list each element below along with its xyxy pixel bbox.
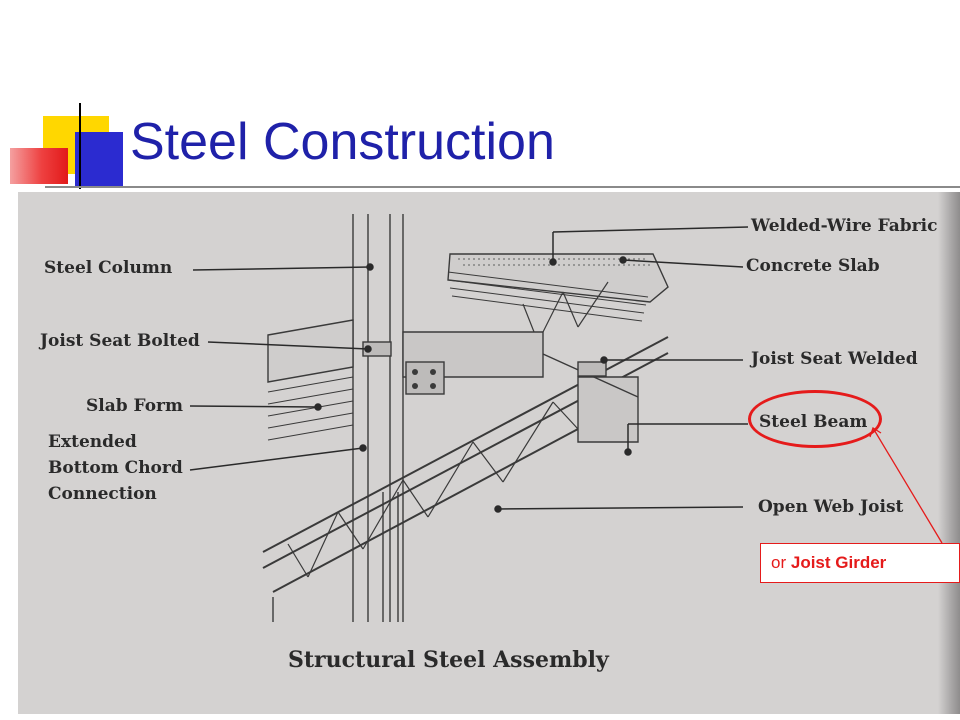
label-steel-column: Steel Column — [44, 258, 173, 278]
title-decoration-vertical-line — [79, 103, 81, 189]
callout-emphasis: Joist Girder — [790, 553, 887, 572]
slab-form-corrugations — [267, 376, 354, 441]
label-extended-line-3: Connection — [48, 484, 157, 504]
joist-web-members — [287, 401, 579, 578]
slide-title: Steel Construction — [130, 113, 555, 171]
label-extended-line-1: Extended — [48, 432, 137, 452]
label-welded-wire-fabric: Welded-Wire Fabric — [751, 216, 938, 236]
label-extended-line-2: Bottom Chord — [48, 458, 183, 478]
concrete-slab — [447, 253, 669, 303]
label-concrete-slab: Concrete Slab — [746, 256, 880, 276]
label-extended-bottom-chord-connection: Extended Bottom Chord Connection — [48, 429, 208, 507]
steel-beam-highlight — [748, 390, 882, 448]
joist-bottom-chord — [272, 428, 579, 593]
steel-assembly-drawing — [189, 214, 749, 622]
structural-steel-illustration: Steel Column Joist Seat Bolted Slab Form… — [18, 192, 960, 714]
label-slab-form: Slab Form — [86, 396, 183, 416]
left-slab — [267, 319, 354, 383]
label-joist-seat-welded: Joist Seat Welded — [751, 349, 918, 369]
joist-girder-callout: or Joist Girder — [760, 543, 960, 583]
label-open-web-joist: Open Web Joist — [758, 497, 904, 517]
title-underline — [45, 186, 960, 188]
callout-prefix: or — [771, 553, 787, 572]
joist-seat-welded — [577, 361, 607, 377]
label-joist-seat-bolted: Joist Seat Bolted — [40, 331, 200, 351]
deck-corrugations — [447, 271, 649, 322]
bolted-connection-plate — [405, 361, 445, 395]
title-decoration-blue — [75, 132, 123, 188]
connection-bolts — [412, 369, 436, 389]
scan-edge-shadow — [938, 192, 960, 714]
steel-beam-end — [577, 376, 639, 443]
annotation-pointer-line — [872, 427, 943, 544]
annotation-arrowhead — [869, 427, 882, 438]
figure-caption: Structural Steel Assembly — [288, 647, 609, 673]
leader-lines — [189, 226, 749, 513]
title-decoration-red — [10, 148, 68, 184]
